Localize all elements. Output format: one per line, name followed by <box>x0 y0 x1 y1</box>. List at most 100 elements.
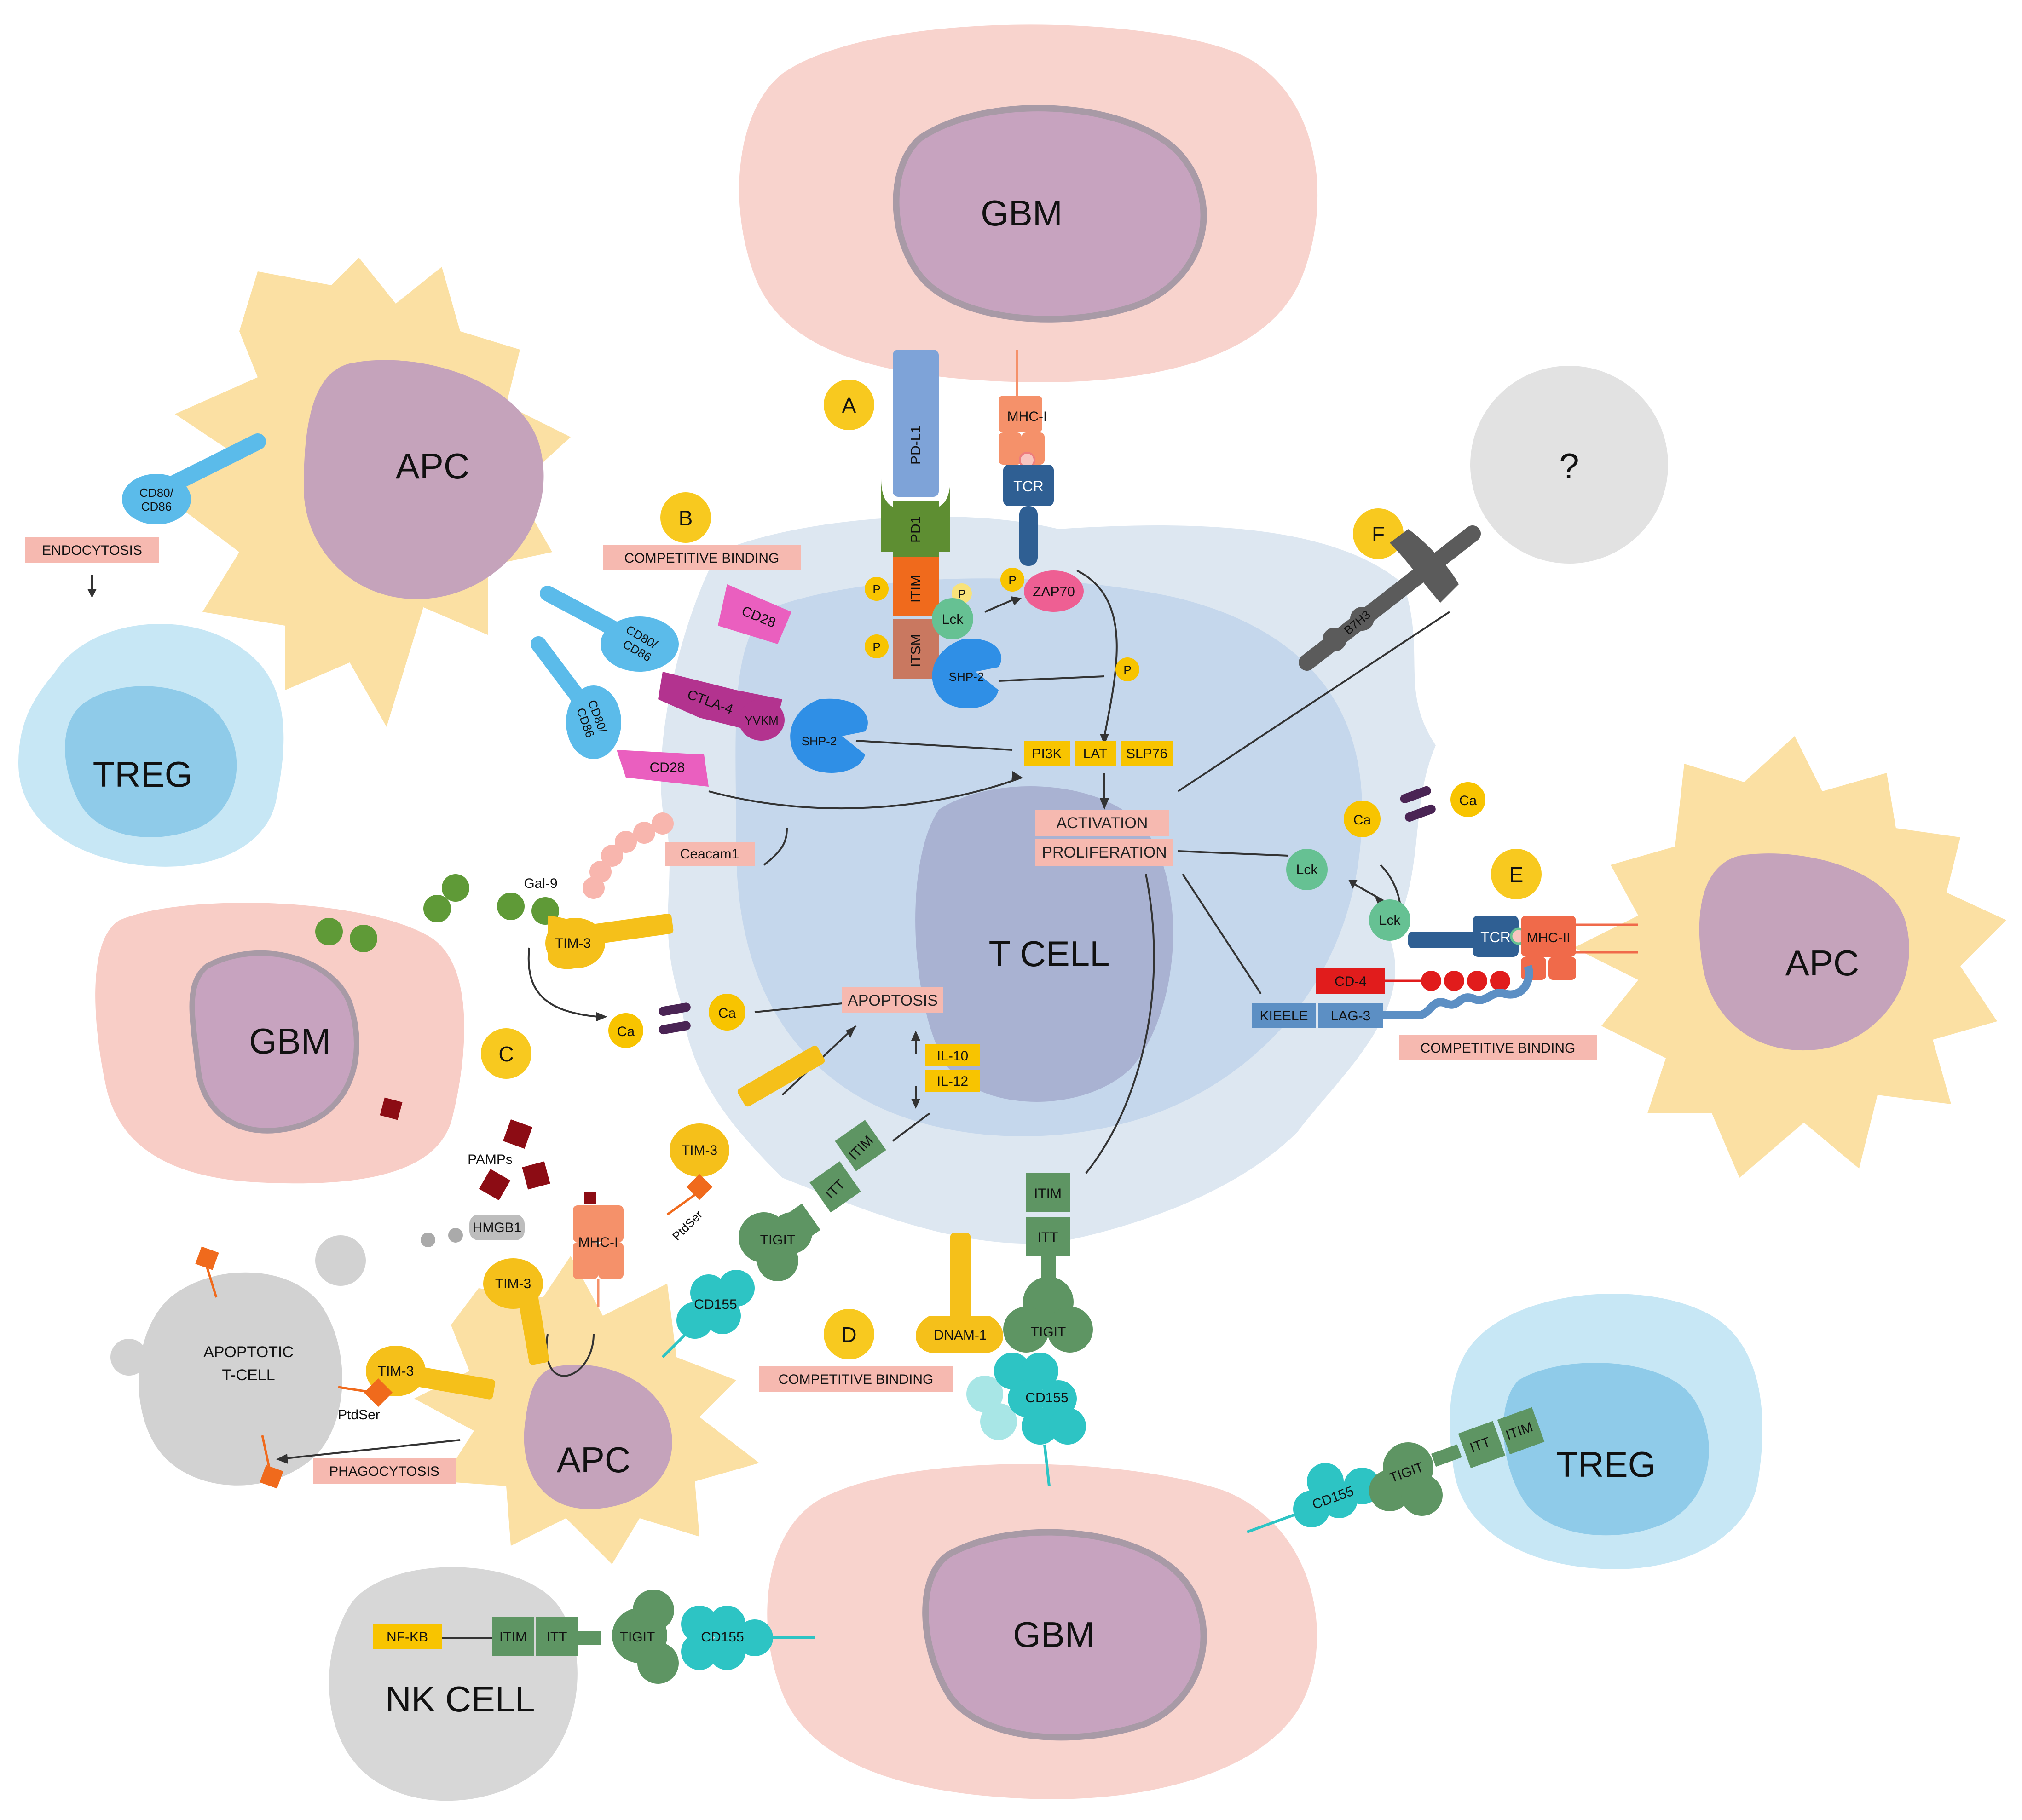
lck-e1: Lck <box>1286 849 1328 890</box>
svg-text:Lck: Lck <box>1296 862 1318 877</box>
cd28-free: CD28 <box>718 584 791 644</box>
svg-text:MHC-I: MHC-I <box>1007 409 1047 424</box>
apoptotic-t-cell: APOPTOTIC T-CELL <box>110 1235 366 1486</box>
panel-b: B <box>660 492 711 543</box>
svg-text:P: P <box>958 587 965 601</box>
svg-text:F: F <box>1372 522 1385 546</box>
svg-text:CD-4: CD-4 <box>1335 974 1367 989</box>
calcium-channel: Ca Ca <box>608 994 745 1048</box>
il10-il12: IL-10 IL-12 <box>925 1044 980 1092</box>
svg-text:ITT: ITT <box>547 1630 567 1645</box>
svg-text:COMPETITIVE BINDING: COMPETITIVE BINDING <box>779 1372 934 1387</box>
mhc-i-apc: MHC-I <box>573 1205 624 1307</box>
svg-text:SLP76: SLP76 <box>1126 746 1167 761</box>
svg-text:P: P <box>1008 573 1016 587</box>
gbm-left-label: GBM <box>249 1021 331 1061</box>
svg-text:IL-12: IL-12 <box>937 1074 968 1089</box>
svg-text:D: D <box>841 1323 856 1347</box>
treg-left-label: TREG <box>93 754 193 795</box>
svg-text:HMGB1: HMGB1 <box>473 1220 522 1235</box>
tcr-top: TCR <box>1003 465 1054 566</box>
apoptotic-label-2: T-CELL <box>222 1366 275 1384</box>
svg-text:SHP-2: SHP-2 <box>949 670 984 684</box>
svg-text:KIEELE: KIEELE <box>1259 1008 1308 1024</box>
hmgb1: HMGB1 <box>421 1215 525 1247</box>
apc-cell-bottom: APC <box>414 1256 759 1564</box>
phagocytosis-box: PHAGOCYTOSIS <box>313 1458 456 1484</box>
calcium-channel-e: Ca Ca <box>1344 782 1485 837</box>
svg-text:ITIM: ITIM <box>1034 1186 1062 1201</box>
pd1-receptor: PD1 ITIM ITSM <box>881 478 950 679</box>
gbm-top-label: GBM <box>981 193 1063 233</box>
svg-text:CD155: CD155 <box>1025 1390 1068 1405</box>
svg-text:PI3K: PI3K <box>1032 746 1062 761</box>
svg-text:TIM-3: TIM-3 <box>682 1143 717 1158</box>
panel-e: E <box>1491 849 1542 899</box>
cd80-cd86-ctla4: CD80/ CD86 <box>540 586 679 672</box>
svg-text:SHP-2: SHP-2 <box>802 734 837 748</box>
tigit-nk-cell: NF-KB ITIM ITT TIGIT CD155 <box>373 1590 815 1684</box>
gal9-free <box>315 874 469 952</box>
svg-text:B: B <box>679 506 693 530</box>
svg-text:IL-10: IL-10 <box>937 1048 968 1064</box>
svg-text:Lck: Lck <box>942 612 964 627</box>
svg-text:YVKM: YVKM <box>745 714 779 727</box>
panel-c: C <box>481 1028 531 1079</box>
tcr-e: TCR <box>1408 916 1527 957</box>
svg-text:P: P <box>872 640 880 654</box>
lck-e2: Lck <box>1369 899 1410 941</box>
svg-text:TIGIT: TIGIT <box>1031 1325 1066 1340</box>
dnam1: DNAM-1 <box>916 1233 1003 1353</box>
svg-text:TIGIT: TIGIT <box>620 1630 655 1645</box>
svg-text:TCR: TCR <box>1013 478 1044 495</box>
apc-right-label: APC <box>1785 943 1859 983</box>
apc-bottom-label: APC <box>557 1440 630 1480</box>
gbm-cell-top: GBM <box>739 24 1318 383</box>
svg-text:MHC-II: MHC-II <box>1527 930 1571 945</box>
svg-text:P: P <box>872 582 880 596</box>
svg-text:LAT: LAT <box>1083 746 1108 761</box>
treg-cell-right: TREG <box>1450 1294 1762 1569</box>
gbm-bottom-label: GBM <box>1013 1614 1095 1655</box>
b7h3: B7H3 <box>1299 525 1481 671</box>
signal-lines <box>91 570 1450 1639</box>
svg-text:CD28: CD28 <box>650 760 685 775</box>
kieele-lag3: KIEELE LAG-3 <box>1252 965 1533 1028</box>
svg-text:ENDOCYTOSIS: ENDOCYTOSIS <box>42 543 142 558</box>
svg-text:APOPTOSIS: APOPTOSIS <box>848 992 938 1009</box>
cd80-cd86-endocytosis: CD80/ CD86 ENDOCYTOSIS <box>25 433 266 563</box>
mhc-i-top: MHC-I <box>999 350 1047 468</box>
treg-right-label: TREG <box>1556 1444 1656 1485</box>
svg-text:PD-L1: PD-L1 <box>908 426 924 465</box>
tigit-vertical: ITIM ITT TIGIT <box>1003 1173 1093 1353</box>
svg-text:PROLIFERATION: PROLIFERATION <box>1042 844 1167 861</box>
svg-text:Ca: Ca <box>1353 812 1371 828</box>
svg-text:MHC-I: MHC-I <box>578 1235 618 1250</box>
apoptotic-label-1: APOPTOTIC <box>203 1343 294 1361</box>
svg-text:Gal-9: Gal-9 <box>524 876 557 891</box>
competitive-binding-d: COMPETITIVE BINDING <box>759 1366 953 1392</box>
svg-text:Ca: Ca <box>1459 793 1477 808</box>
tim3-c: TIM-3 <box>545 913 674 969</box>
competitive-binding-b: COMPETITIVE BINDING <box>603 545 801 570</box>
svg-text:Ca: Ca <box>617 1024 635 1039</box>
shp2-a: SHP-2 <box>932 639 1002 708</box>
cd4: CD-4 <box>1316 968 1510 994</box>
svg-text:TIGIT: TIGIT <box>760 1233 796 1248</box>
tigit-itim-itt-diagonal: ITIM ITT TIGIT <box>739 1120 886 1281</box>
svg-text:PtdSer: PtdSer <box>338 1407 380 1423</box>
svg-text:TIM-3: TIM-3 <box>378 1364 414 1379</box>
svg-text:Ceacam1: Ceacam1 <box>680 847 739 862</box>
svg-text:PtdSer: PtdSer <box>670 1208 705 1244</box>
svg-text:COMPETITIVE BINDING: COMPETITIVE BINDING <box>1421 1041 1576 1056</box>
svg-text:CD80/: CD80/ <box>139 486 173 500</box>
svg-text:DNAM-1: DNAM-1 <box>934 1328 987 1343</box>
proliferation-box: PROLIFERATION <box>1035 839 1173 866</box>
pi3k-lat-slp76: PI3K LAT SLP76 <box>1024 741 1173 766</box>
activation-box: ACTIVATION <box>1035 810 1169 836</box>
svg-text:TCR: TCR <box>1480 929 1511 945</box>
tigit-treg-right: CD155 TIGIT ITT ITIM <box>1246 1407 1545 1533</box>
svg-text:A: A <box>842 393 856 417</box>
svg-text:E: E <box>1509 863 1524 887</box>
